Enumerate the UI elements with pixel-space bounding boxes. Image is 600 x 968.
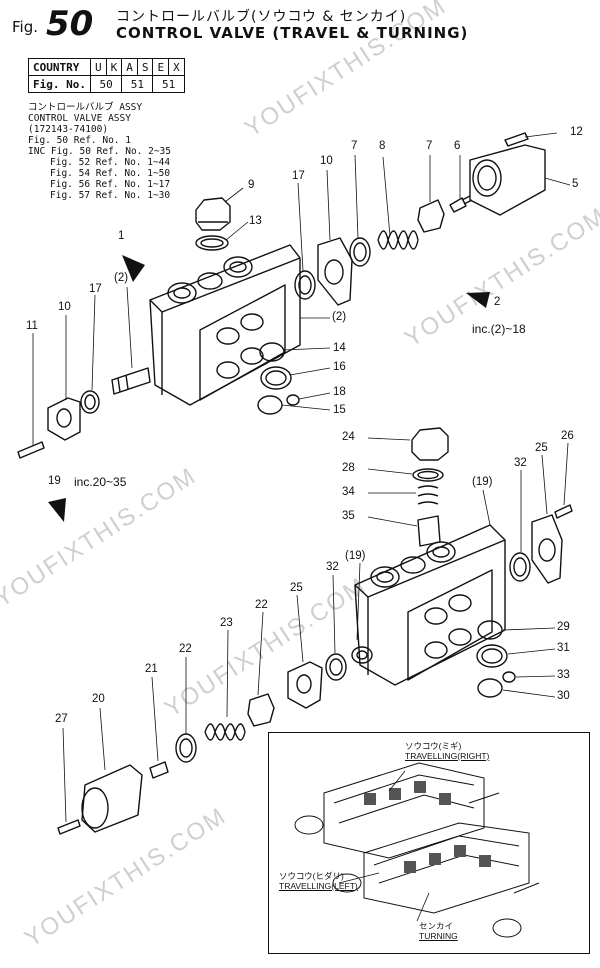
part-label: 30 [557, 690, 570, 702]
figure-number: 50 [46, 4, 94, 44]
title-english: CONTROL VALVE (TRAVEL & TURNING) [116, 24, 469, 42]
assembly-inc-line: Fig. 52 Ref. No. 1~44 [50, 157, 171, 168]
part-label: (2) [332, 311, 347, 323]
assembly-info: コントロールバルブ ASSY CONTROL VALVE ASSY (17214… [28, 102, 171, 201]
valve-body-upper [149, 244, 301, 406]
assembly-name-en: CONTROL VALVE ASSY [28, 113, 131, 124]
inset-left-en: TRAVELLING(LEFT) [279, 881, 358, 891]
assembly-inc-line: Fig. 54 Ref. No. 1~50 [50, 168, 171, 179]
inset-left-jp: ソウコウ(ヒダリ) [279, 871, 344, 881]
part-label: 17 [89, 283, 102, 295]
part-label: 27 [55, 713, 68, 725]
inset-label-left: ソウコウ(ヒダリ) TRAVELLING(LEFT) [279, 871, 358, 891]
end-cap-5 [469, 144, 546, 216]
part-label: 12 [570, 126, 583, 138]
spring-23 [204, 723, 246, 741]
part-label: 26 [561, 430, 574, 442]
part-label: 21 [145, 663, 158, 675]
assembly-inc-line: Fig. 57 Ref. No. 1~30 [50, 190, 171, 201]
callout-label: 2 [494, 296, 501, 308]
fig-no-cell: 51 [152, 75, 185, 93]
part-label: 18 [333, 386, 346, 398]
plug-9 [195, 197, 231, 231]
assembly-fig-ref: Fig. 50 Ref. No. 1 [28, 135, 131, 146]
part-label: 34 [342, 486, 355, 498]
assembly-name-jp: コントロールバルブ ASSY [28, 102, 143, 113]
part-label: (2) [114, 272, 129, 284]
part-label: 20 [92, 693, 105, 705]
callout-inc-2: inc.(2)~18 [472, 322, 526, 336]
part-label: 13 [249, 215, 262, 227]
arrow-19 [48, 498, 66, 522]
fig-no-header: Fig. No. [28, 75, 91, 93]
part-label: 6 [454, 140, 461, 152]
assembly-part-code: (172143-74100) [28, 124, 109, 135]
part-label: 22 [179, 643, 192, 655]
inset-right-jp: ソウコウ(ミギ) [405, 741, 462, 751]
part-label: 9 [248, 179, 255, 191]
end-cap-20 [81, 764, 143, 833]
callout-label: 1 [118, 230, 125, 242]
part-label: 32 [326, 561, 339, 573]
assembly-inc-line: INC Fig. 50 Ref. No. 2~35 [28, 146, 171, 157]
part-label: 31 [557, 642, 570, 654]
part-label: 14 [333, 342, 346, 354]
arrow-1 [122, 255, 145, 282]
fig-no-cell: 51 [121, 75, 154, 93]
machine-valve-location-drawing [294, 762, 540, 938]
part-label: 5 [572, 178, 579, 190]
assembly-inc-line: Fig. 56 Ref. No. 1~17 [50, 179, 171, 190]
part-label: 28 [342, 462, 355, 474]
part-label: 33 [557, 669, 570, 681]
part-label: 11 [26, 320, 38, 332]
part-label: 32 [514, 457, 527, 469]
spring-8 [377, 230, 419, 250]
cover-plate-25-left [287, 661, 323, 709]
plug-24 [411, 427, 449, 461]
part-label: (19) [345, 550, 366, 562]
callout-inc-19: inc.20~35 [74, 475, 127, 489]
part-label: 16 [333, 361, 346, 373]
part-label: 24 [342, 431, 355, 443]
part-label: 25 [290, 582, 303, 594]
part-label: 22 [255, 599, 268, 611]
part-label: 7 [426, 140, 433, 152]
part-label: 10 [58, 301, 71, 313]
figure-prefix: Fig. [12, 18, 38, 36]
part-label: 15 [333, 404, 346, 416]
inset-label-turning: センカイ TURNING [419, 921, 458, 941]
arrow-2 [466, 292, 490, 308]
callout-label: 19 [48, 475, 61, 487]
part-label: (19) [472, 476, 493, 488]
inset-turn-en: TURNING [419, 931, 458, 941]
part-label: 29 [557, 621, 570, 633]
location-inset: ソウコウ(ミギ) TRAVELLING(RIGHT) ソウコウ(ヒダリ) TRA… [268, 732, 590, 954]
inset-right-en: TRAVELLING(RIGHT) [405, 751, 490, 761]
country-header: COUNTRY [28, 58, 91, 76]
part-label: 17 [292, 170, 305, 182]
part-label: 7 [351, 140, 358, 152]
part-label: 23 [220, 617, 233, 629]
cover-plate-10-left [47, 397, 81, 441]
part-label: 8 [379, 140, 386, 152]
title-japanese: コントロールバルブ(ソウコウ & センカイ) [116, 9, 407, 25]
part-label: 25 [535, 442, 548, 454]
inset-label-right: ソウコウ(ミギ) TRAVELLING(RIGHT) [405, 741, 489, 761]
country-table: COUNTRY U K A S E X Fig. No. 50 51 51 [28, 58, 185, 93]
inset-turn-jp: センカイ [419, 921, 454, 931]
part-label: 35 [342, 510, 355, 522]
part-label: 10 [320, 155, 333, 167]
cover-plate-10 [317, 237, 353, 306]
cover-plate-25 [531, 514, 563, 584]
